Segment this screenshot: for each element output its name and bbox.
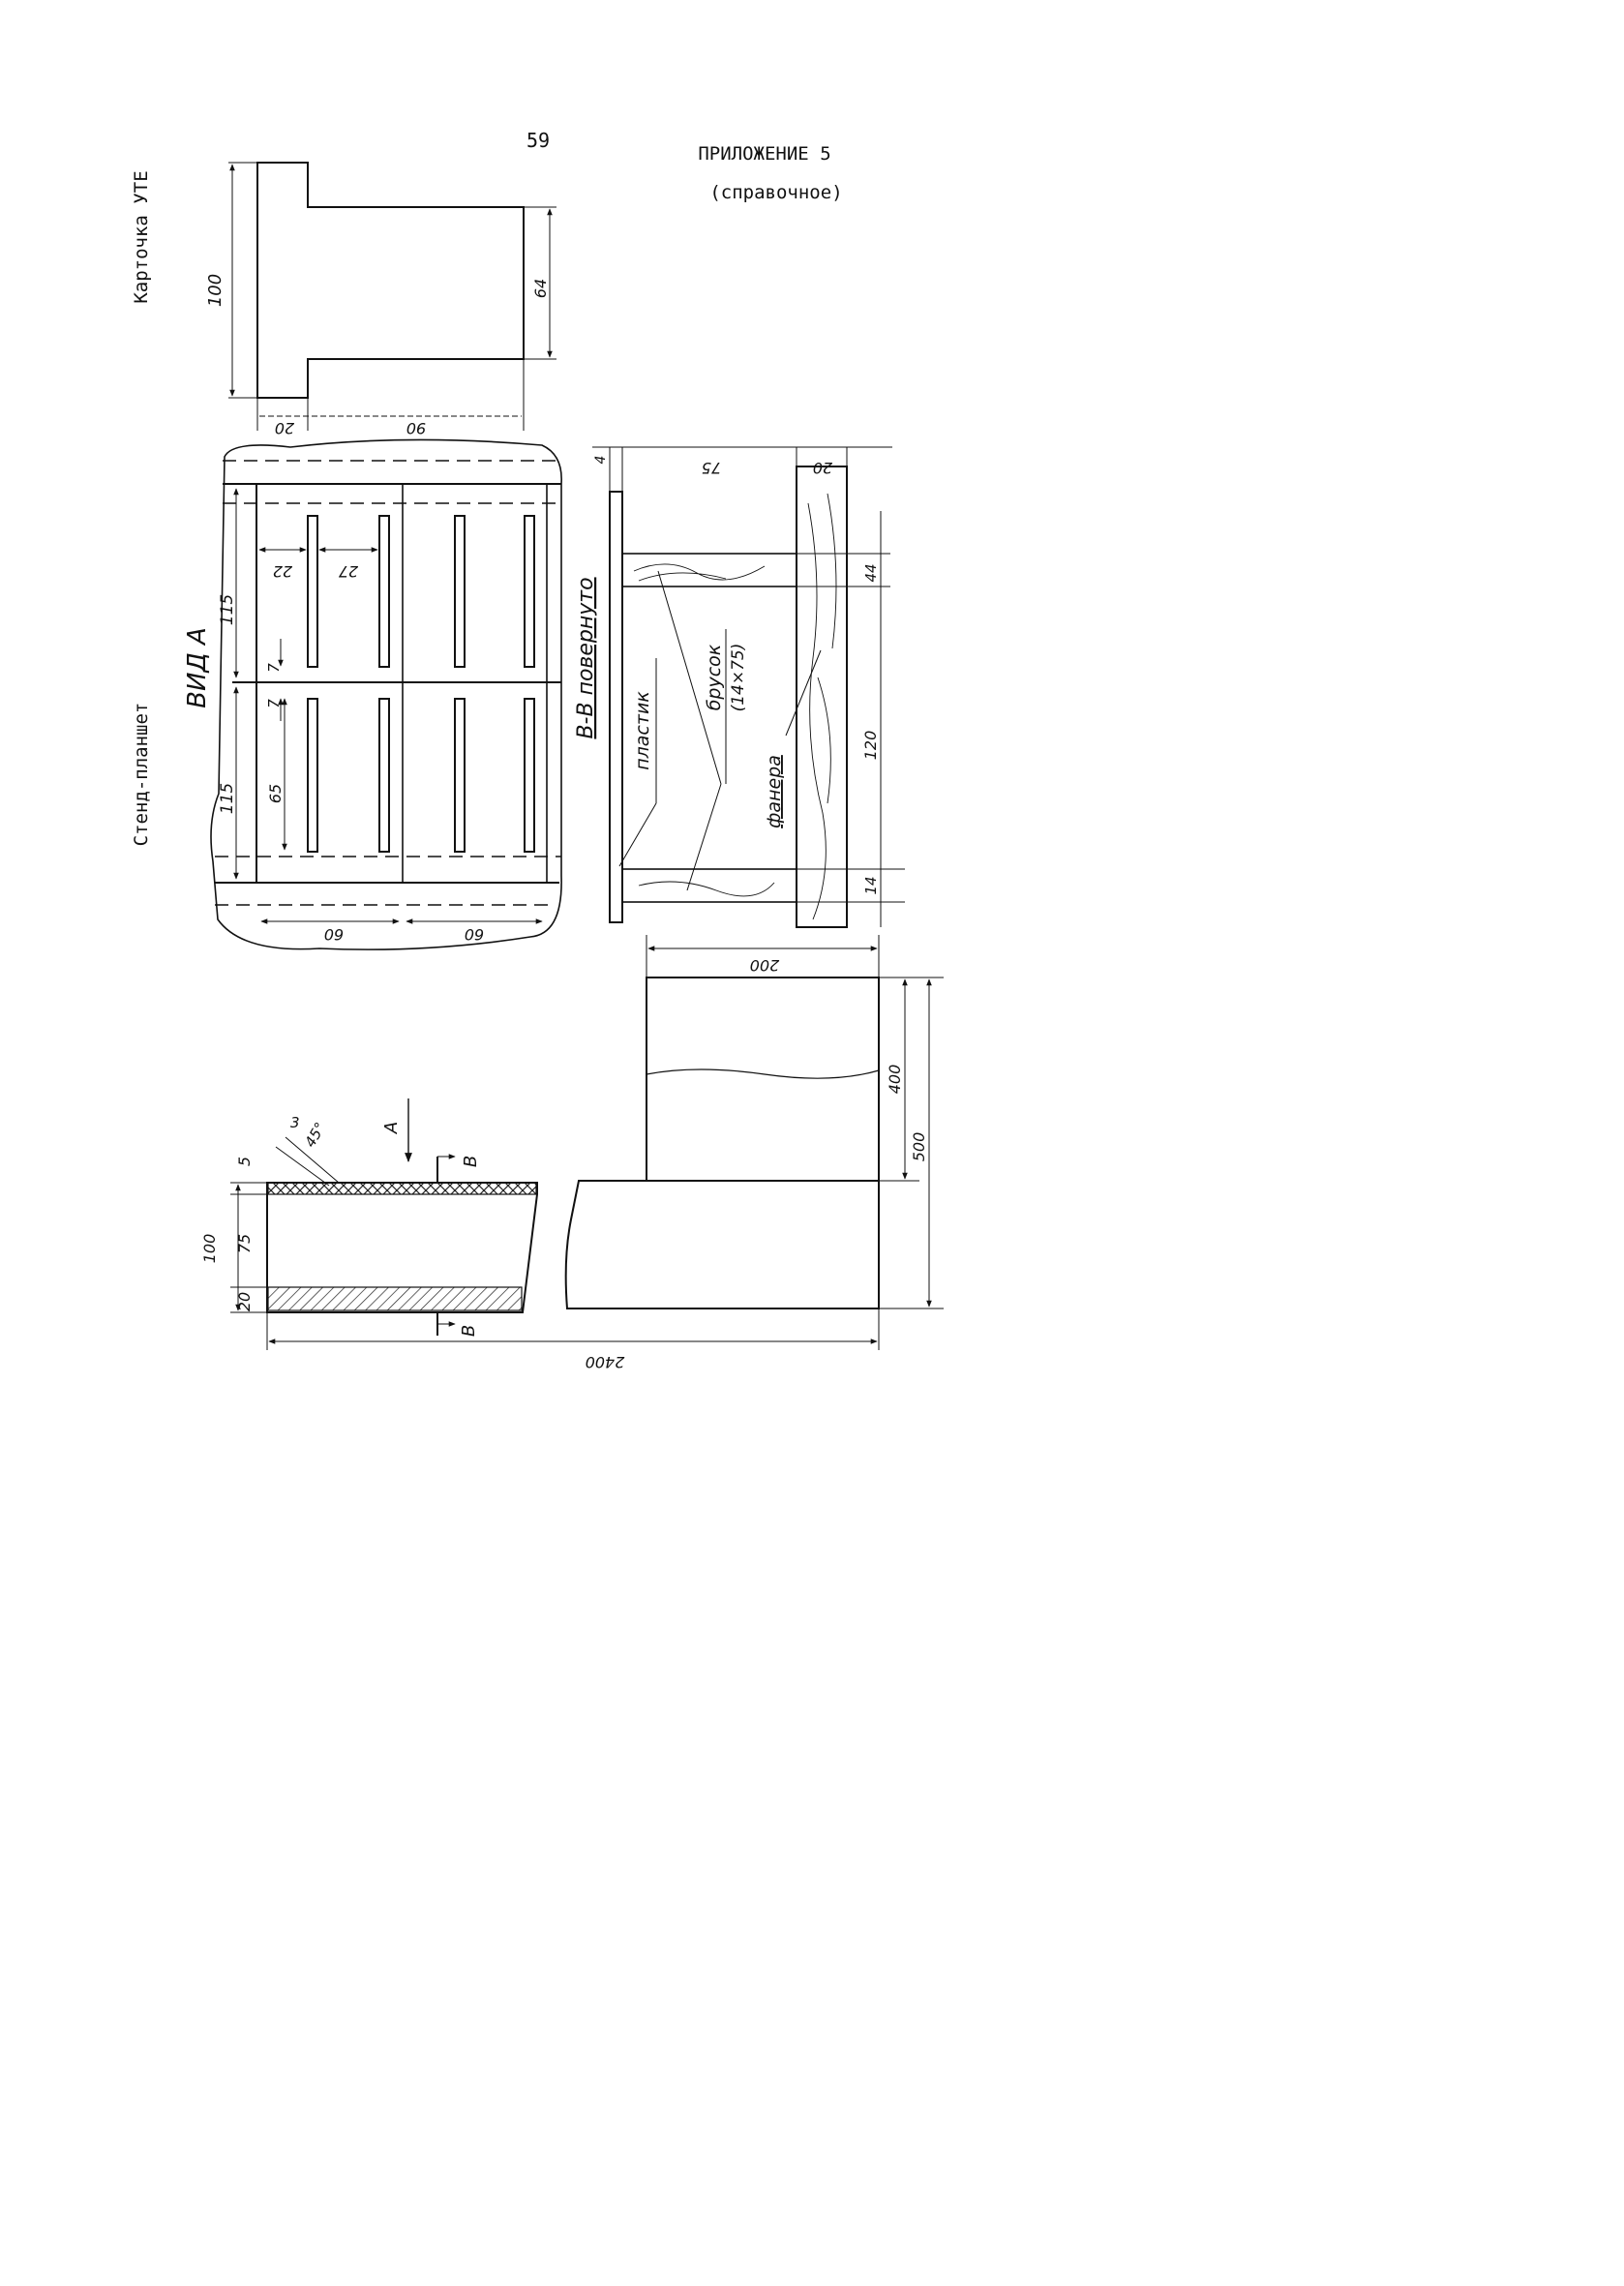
technical-drawing: 59 ПРИЛОЖЕНИЕ 5 (справочное) Карточка УТ… — [131, 129, 944, 1371]
dim-section-20: 20 — [813, 459, 832, 477]
dim-card-90: 90 — [406, 419, 426, 437]
drawing-page: 59 ПРИЛОЖЕНИЕ 5 (справочное) Карточка УТ… — [0, 0, 1067, 1504]
dim-27: 27 — [338, 562, 358, 581]
dim-card-100: 100 — [205, 274, 226, 307]
dim-60-left: 60 — [324, 925, 344, 944]
label-plywood: фанера — [764, 755, 785, 828]
section-label: В-В повернуто — [574, 577, 598, 738]
dim-65: 65 — [266, 784, 285, 803]
card-ute-drawing: Карточка УТЕ 100 64 20 90 — [131, 162, 556, 437]
dim-60-right: 60 — [465, 925, 484, 944]
dim-frame-5: 5 — [235, 1157, 254, 1166]
dim-frame-100: 100 — [200, 1234, 219, 1264]
dim-500: 500 — [910, 1132, 928, 1162]
dim-frame-3: 3 — [290, 1114, 300, 1131]
card-title: Карточка УТЕ — [131, 170, 152, 303]
dim-section-75: 75 — [702, 459, 721, 477]
section-b-b: В-В повернуто 4 75 20 44 120 14 пластик … — [574, 446, 905, 928]
dim-card-20: 20 — [275, 419, 294, 437]
stand-title: Стенд-планшет — [131, 703, 152, 847]
dim-14: 14 — [862, 876, 880, 894]
dim-115-bottom: 115 — [218, 783, 237, 814]
dim-200: 200 — [750, 956, 780, 975]
dim-115-top: 115 — [218, 594, 237, 625]
cut-b-bottom: В — [459, 1325, 479, 1337]
dim-7-b: 7 — [265, 699, 283, 708]
dim-card-64: 64 — [531, 279, 550, 298]
page-number: 59 — [526, 129, 550, 152]
stand-view-a: Стенд-планшет ВИД А 115 115 22 27 7 7 — [131, 438, 562, 950]
dim-120: 120 — [861, 731, 880, 761]
dim-22: 22 — [273, 562, 292, 581]
label-plastic: пластик — [632, 691, 653, 770]
appendix-note: (справочное) — [709, 182, 842, 203]
dim-gap-4: 4 — [593, 456, 609, 465]
label-bar-size: (14×75) — [729, 644, 748, 712]
dim-frame-75: 75 — [235, 1234, 254, 1253]
view-arrow-a: А — [381, 1122, 402, 1134]
dim-44: 44 — [862, 563, 880, 582]
dim-angle-45: 45° — [301, 1119, 329, 1150]
card-outline — [256, 162, 525, 399]
appendix-title: ПРИЛОЖЕНИЕ 5 — [698, 143, 830, 165]
dim-frame-20: 20 — [235, 1292, 254, 1311]
dim-7-a: 7 — [265, 663, 283, 673]
label-bar: брусок — [704, 644, 725, 710]
dim-400: 400 — [886, 1065, 904, 1095]
frame-drawing: 200 400 500 100 75 5 20 3 45° А В В — [200, 935, 944, 1371]
cut-b-top: В — [461, 1156, 481, 1167]
view-a-label: ВИД А — [183, 627, 212, 708]
dim-2400: 2400 — [586, 1353, 625, 1371]
